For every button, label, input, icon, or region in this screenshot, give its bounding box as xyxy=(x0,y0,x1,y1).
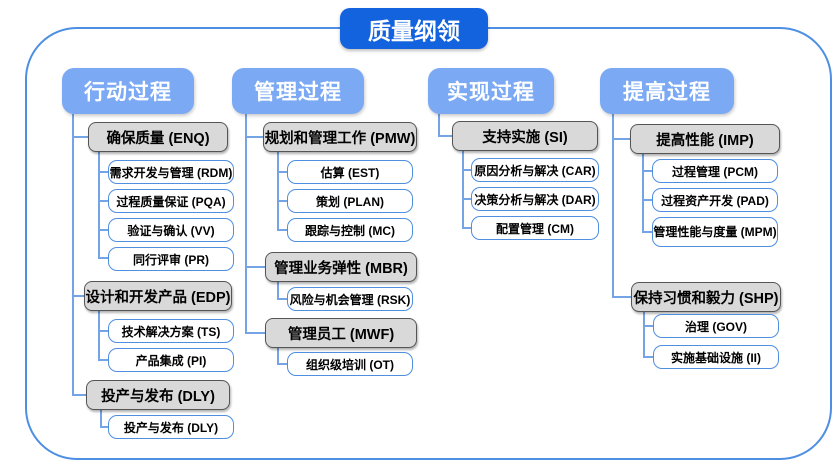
node-pmw: 规划和管理工作 (PMW) xyxy=(263,122,417,152)
connector-line xyxy=(72,394,86,396)
connector-line xyxy=(277,152,279,230)
node-plan: 策划 (PLAN) xyxy=(287,189,413,213)
node-mwf: 管理员工 (MWF) xyxy=(265,318,417,348)
node-imp: 提高性能 (IMP) xyxy=(630,124,780,154)
node-est: 估算 (EST) xyxy=(287,160,413,184)
diagram-title: 质量纲领 xyxy=(340,8,488,49)
node-mbr: 管理业务弹性 (MBR) xyxy=(265,252,417,282)
connector-line xyxy=(642,231,652,233)
connector-line xyxy=(642,199,652,201)
connector-line xyxy=(72,114,74,395)
connector-line xyxy=(462,169,471,171)
connector-line xyxy=(245,266,265,268)
connector-line xyxy=(612,114,614,297)
node-dly-child: 投产与发布 (DLY) xyxy=(108,415,234,439)
connector-line xyxy=(612,296,631,298)
connector-line xyxy=(277,363,287,365)
node-gov: 治理 (GOV) xyxy=(653,314,779,338)
node-mpm: 管理性能与度量 (MPM) xyxy=(652,217,778,247)
header-realization-process: 实现过程 xyxy=(428,68,554,114)
connector-line xyxy=(612,138,630,140)
node-pi: 产品集成 (PI) xyxy=(108,348,234,372)
connector-line xyxy=(277,200,287,202)
node-pr: 同行评审 (PR) xyxy=(108,247,234,271)
connector-line xyxy=(98,152,100,259)
header-improvement-process: 提高过程 xyxy=(600,68,734,114)
connector-line xyxy=(98,229,108,231)
node-rdm: 需求开发与管理 (RDM) xyxy=(108,160,234,184)
header-management-process: 管理过程 xyxy=(232,68,364,114)
node-shp: 保持习惯和毅力 (SHP) xyxy=(631,282,781,312)
connector-line xyxy=(277,298,287,300)
connector-line xyxy=(98,311,100,360)
connector-line xyxy=(245,136,263,138)
connector-line xyxy=(643,312,645,357)
connector-line xyxy=(98,200,108,202)
node-enq: 确保质量 (ENQ) xyxy=(88,122,228,152)
connector-line xyxy=(642,154,644,232)
node-vv: 验证与确认 (VV) xyxy=(108,218,234,242)
connector-line xyxy=(100,426,108,428)
connector-line xyxy=(98,330,108,332)
connector-line xyxy=(438,114,440,136)
node-edp: 设计和开发产品 (EDP) xyxy=(84,281,232,311)
node-car: 原因分析与解决 (CAR) xyxy=(471,158,599,182)
connector-line xyxy=(462,198,471,200)
connector-line xyxy=(462,151,464,228)
connector-line xyxy=(100,410,102,427)
node-dar: 决策分析与解决 (DAR) xyxy=(471,187,599,211)
node-mc: 跟踪与控制 (MC) xyxy=(287,218,413,242)
connector-line xyxy=(98,359,108,361)
node-ii: 实施基础设施 (II) xyxy=(653,345,779,369)
connector-line xyxy=(462,227,471,229)
node-cm: 配置管理 (CM) xyxy=(471,216,599,240)
connector-line xyxy=(72,295,84,297)
node-pad: 过程资产开发 (PAD) xyxy=(652,188,778,212)
node-dly: 投产与发布 (DLY) xyxy=(86,380,230,410)
node-ot: 组织级培训 (OT) xyxy=(287,352,413,376)
node-pqa: 过程质量保证 (PQA) xyxy=(108,189,234,213)
connector-line xyxy=(98,257,108,259)
connector-line xyxy=(643,325,653,327)
connector-line xyxy=(245,332,265,334)
connector-line xyxy=(98,171,108,173)
connector-line xyxy=(72,136,88,138)
node-si: 支持实施 (SI) xyxy=(452,121,598,151)
node-pcm: 过程管理 (PCM) xyxy=(652,159,778,183)
node-rsk: 风险与机会管理 (RSK) xyxy=(287,287,413,311)
connector-line xyxy=(277,229,287,231)
connector-line xyxy=(277,282,279,299)
connector-line xyxy=(277,348,279,364)
connector-line xyxy=(245,114,247,333)
node-ts: 技术解决方案 (TS) xyxy=(108,319,234,343)
connector-line xyxy=(642,170,652,172)
connector-line xyxy=(643,356,653,358)
header-action-process: 行动过程 xyxy=(62,68,194,114)
connector-line xyxy=(277,171,287,173)
connector-line xyxy=(438,135,452,137)
